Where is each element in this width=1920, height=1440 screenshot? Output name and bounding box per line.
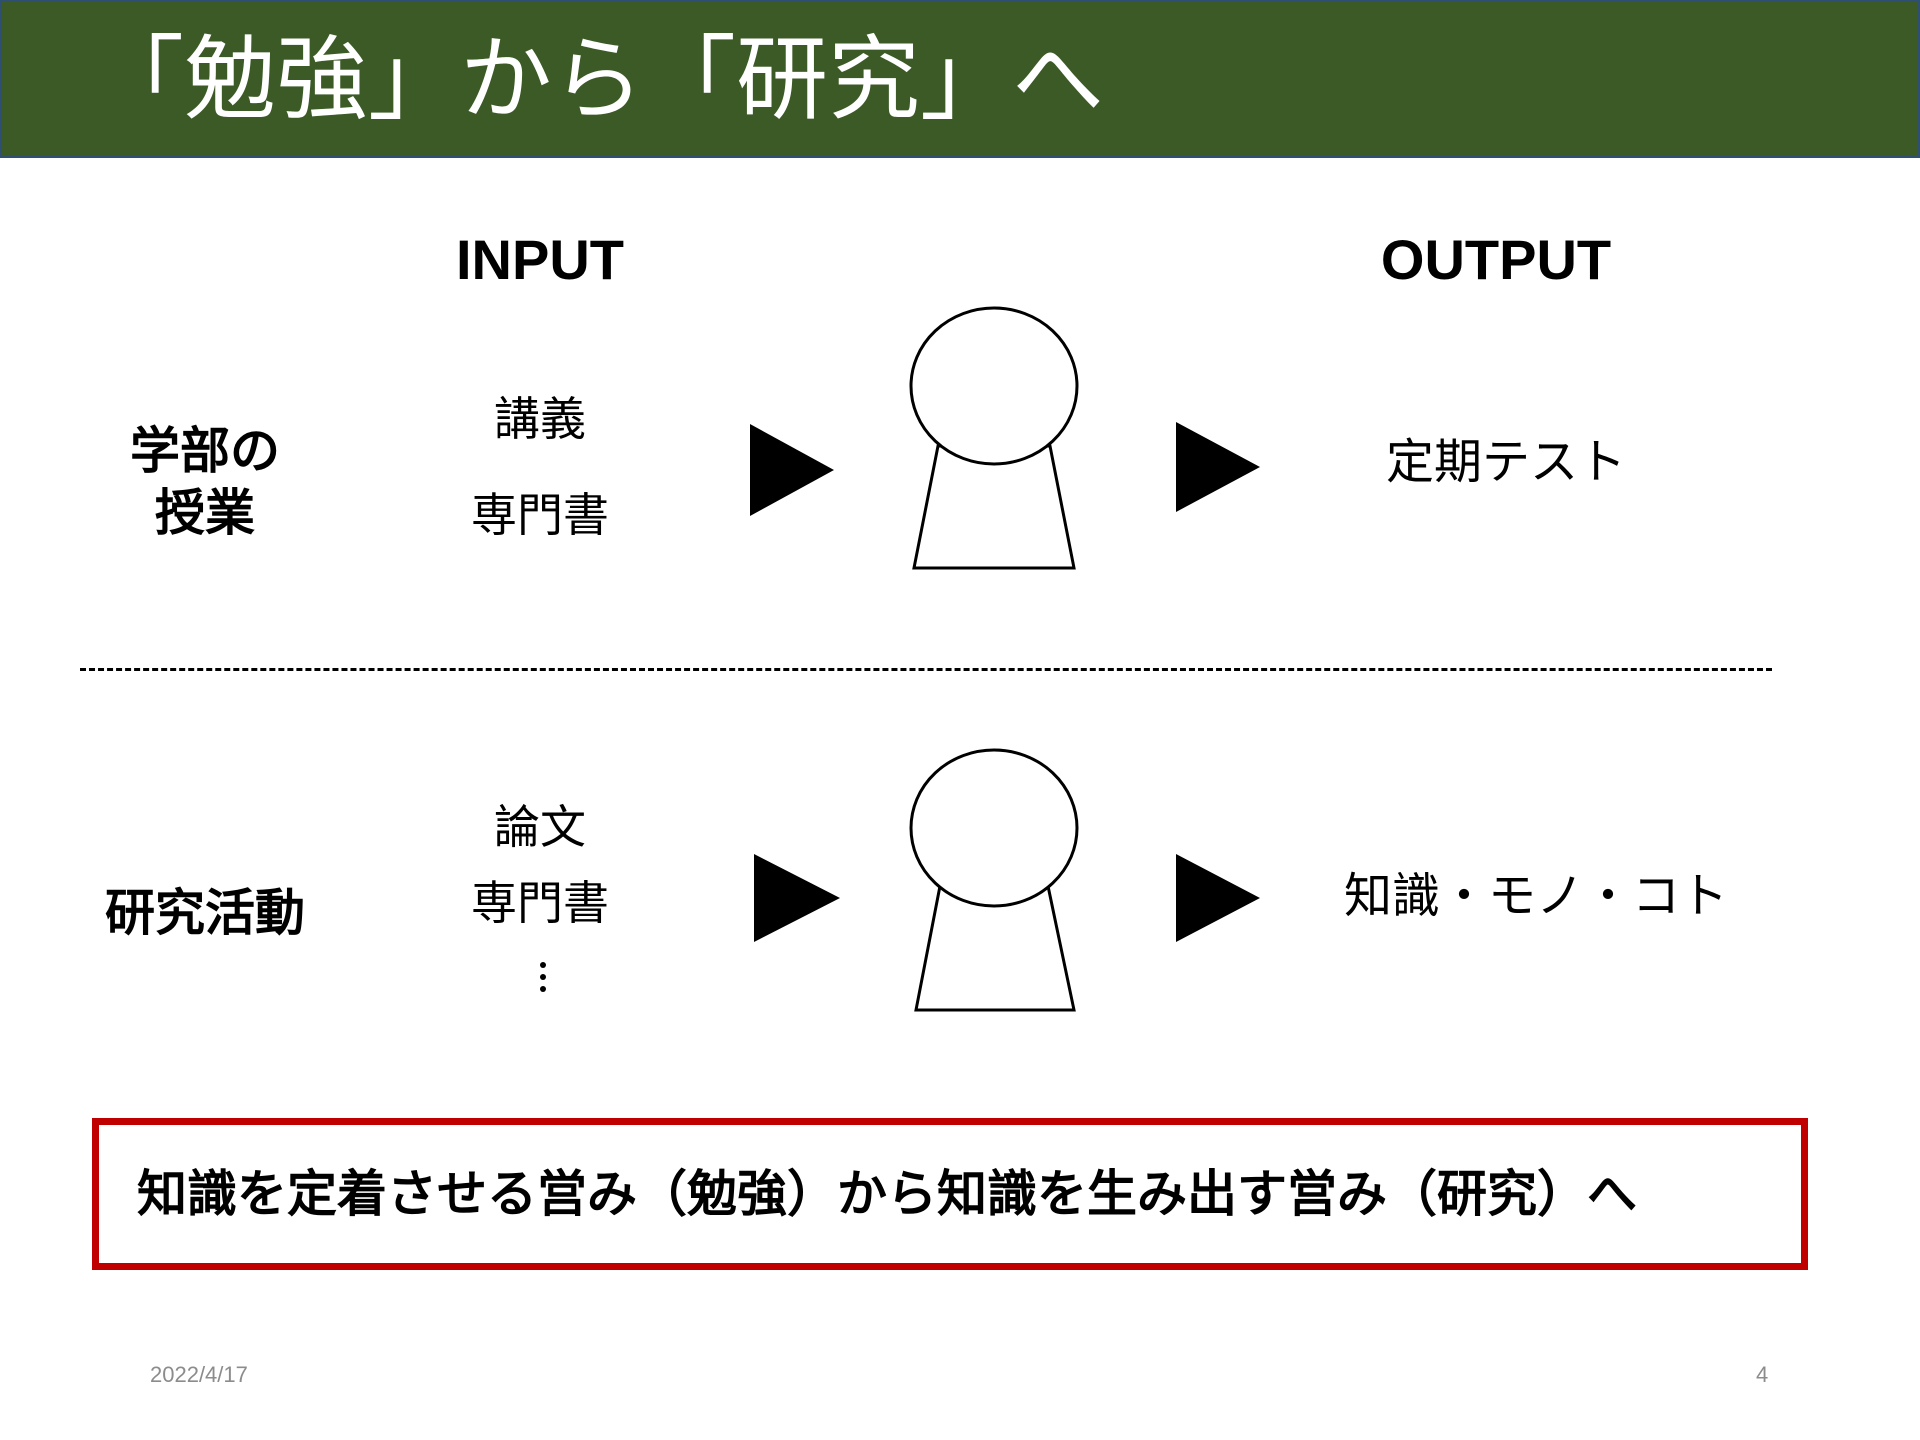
footer-date: 2022/4/17 xyxy=(150,1362,248,1387)
page-number: 4 xyxy=(1756,1362,1769,1387)
output-text: 定期テスト xyxy=(1385,434,1626,490)
arrow-right-icon xyxy=(1176,854,1260,942)
arrow-right-icon xyxy=(1176,422,1260,512)
input-item: 専門書 xyxy=(471,876,609,930)
title-bar xyxy=(0,0,1920,158)
section-divider xyxy=(80,668,1772,671)
summary-text: 知識を定着させる営み（勉強）から知識を生み出す営み（研究）へ xyxy=(137,1165,1637,1223)
output-column-header: OUTPUT xyxy=(1380,228,1612,291)
person-icon xyxy=(909,748,1079,1012)
row-label-line: 学部の xyxy=(130,422,280,480)
input-item: 論文 xyxy=(494,800,586,854)
input-item: 講義 xyxy=(494,392,586,446)
arrow-right-icon xyxy=(750,424,834,516)
vertical-ellipsis-icon xyxy=(540,962,546,998)
output-text: 知識・モノ・コト xyxy=(1343,868,1728,924)
input-item: 専門書 xyxy=(471,488,609,542)
person-icon xyxy=(909,306,1079,570)
row-label-line: 授業 xyxy=(155,484,255,542)
arrow-right-icon xyxy=(754,854,840,942)
slide-title: 「勉強」から「研究」へ xyxy=(92,26,1105,133)
summary-callout: 知識を定着させる営み（勉強）から知識を生み出す営み（研究）へ xyxy=(92,1118,1808,1270)
input-column-header: INPUT xyxy=(456,228,624,291)
row-label-undergraduate: 学部の 授業 xyxy=(100,420,310,544)
row-label-research: 研究活動 xyxy=(105,884,305,942)
